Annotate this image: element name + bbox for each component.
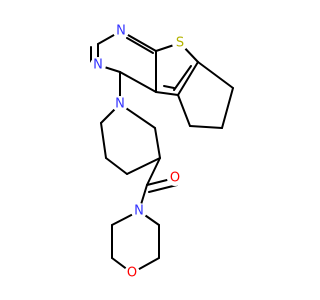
bond	[126, 37, 154, 54]
bond	[100, 122, 107, 159]
bond	[177, 94, 191, 127]
bond-group	[90, 30, 234, 274]
atom-symbol: O	[170, 171, 180, 186]
bond	[148, 184, 178, 193]
atom-n-morpholine: N	[131, 203, 147, 219]
atom-n-piperidine: N	[112, 96, 128, 112]
bond	[177, 61, 199, 96]
bond	[155, 91, 179, 96]
atom-s-thiophene: S	[172, 35, 188, 51]
atom-symbol: N	[116, 24, 126, 39]
bond	[126, 157, 161, 175]
atom-symbol: N	[134, 204, 144, 219]
atom-o-morpholine: O	[124, 265, 140, 281]
bond	[119, 71, 157, 93]
atom-o-carbonyl: O	[167, 170, 183, 186]
molecule-structure: N N S N O N O	[90, 23, 234, 281]
atom-n-pyrimidine-top: N	[113, 23, 129, 39]
atom-symbol: S	[176, 36, 184, 51]
bond	[197, 61, 234, 89]
bond	[105, 157, 128, 175]
atom-n-pyrimidine-left: N	[90, 57, 106, 73]
bond	[189, 125, 223, 129]
bond	[173, 65, 192, 91]
bond	[154, 127, 161, 159]
atom-labels: N N S N O N O	[90, 23, 188, 281]
atom-symbol: N	[115, 97, 125, 112]
bond	[221, 87, 234, 129]
bond	[163, 85, 175, 89]
atom-symbol: N	[93, 58, 103, 73]
atom-symbol: O	[127, 266, 137, 281]
bond	[146, 157, 161, 186]
